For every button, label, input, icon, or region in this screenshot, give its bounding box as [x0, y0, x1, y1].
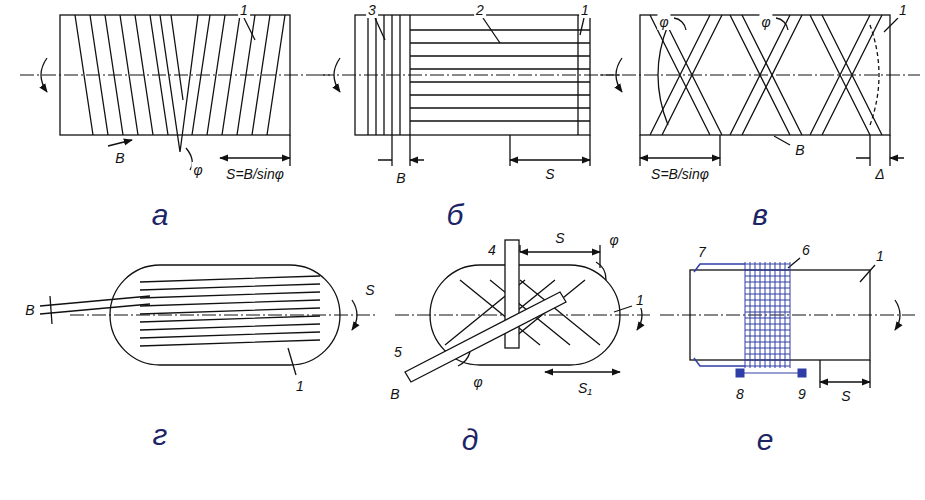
figure-letter: в — [750, 199, 770, 231]
callout-number: 7 — [696, 244, 708, 260]
callout-number: 1 — [294, 378, 306, 394]
dimension-label: S — [363, 282, 376, 298]
dimension-label: S — [543, 166, 556, 182]
dimension-label: S=B/sinφ — [649, 166, 711, 182]
callout-number: 1 — [634, 292, 646, 308]
figure-letter: г — [151, 419, 170, 451]
dimension-label: φ — [471, 374, 484, 390]
dimension-label: S=B/sinφ — [224, 166, 286, 182]
callout-number: 8 — [734, 386, 746, 402]
dimension-label: Δ — [873, 166, 886, 182]
dimension-label: B — [394, 170, 407, 186]
figure-letter: б — [445, 199, 466, 231]
dimension-label: B — [388, 386, 401, 402]
figure-letter: е — [755, 424, 776, 456]
callout-number: 3 — [366, 2, 378, 18]
figure-letter: а — [150, 199, 171, 231]
dimension-label: B — [23, 302, 36, 318]
dimension-label: φ — [191, 162, 204, 178]
callout-number: 1 — [874, 248, 886, 264]
callout-number: 4 — [486, 242, 498, 258]
callout-number: 2 — [474, 2, 486, 18]
dimension-label: S₁ — [576, 380, 594, 396]
dimension-label: φ — [607, 232, 620, 248]
figure-letter: д — [460, 424, 481, 456]
callout-number: 9 — [796, 386, 808, 402]
callout-number: 1 — [238, 2, 250, 18]
dimension-label: S — [553, 230, 566, 246]
dimension-label: φ — [759, 14, 772, 30]
dimension-label: φ — [657, 14, 670, 30]
dimension-label: B — [793, 142, 806, 158]
callout-number: 1 — [897, 2, 909, 18]
callout-number: 6 — [800, 242, 812, 258]
callout-number: 5 — [392, 344, 404, 360]
dimension-label: S — [839, 388, 852, 404]
dimension-label: B — [113, 150, 126, 166]
callout-number: 1 — [579, 2, 591, 18]
